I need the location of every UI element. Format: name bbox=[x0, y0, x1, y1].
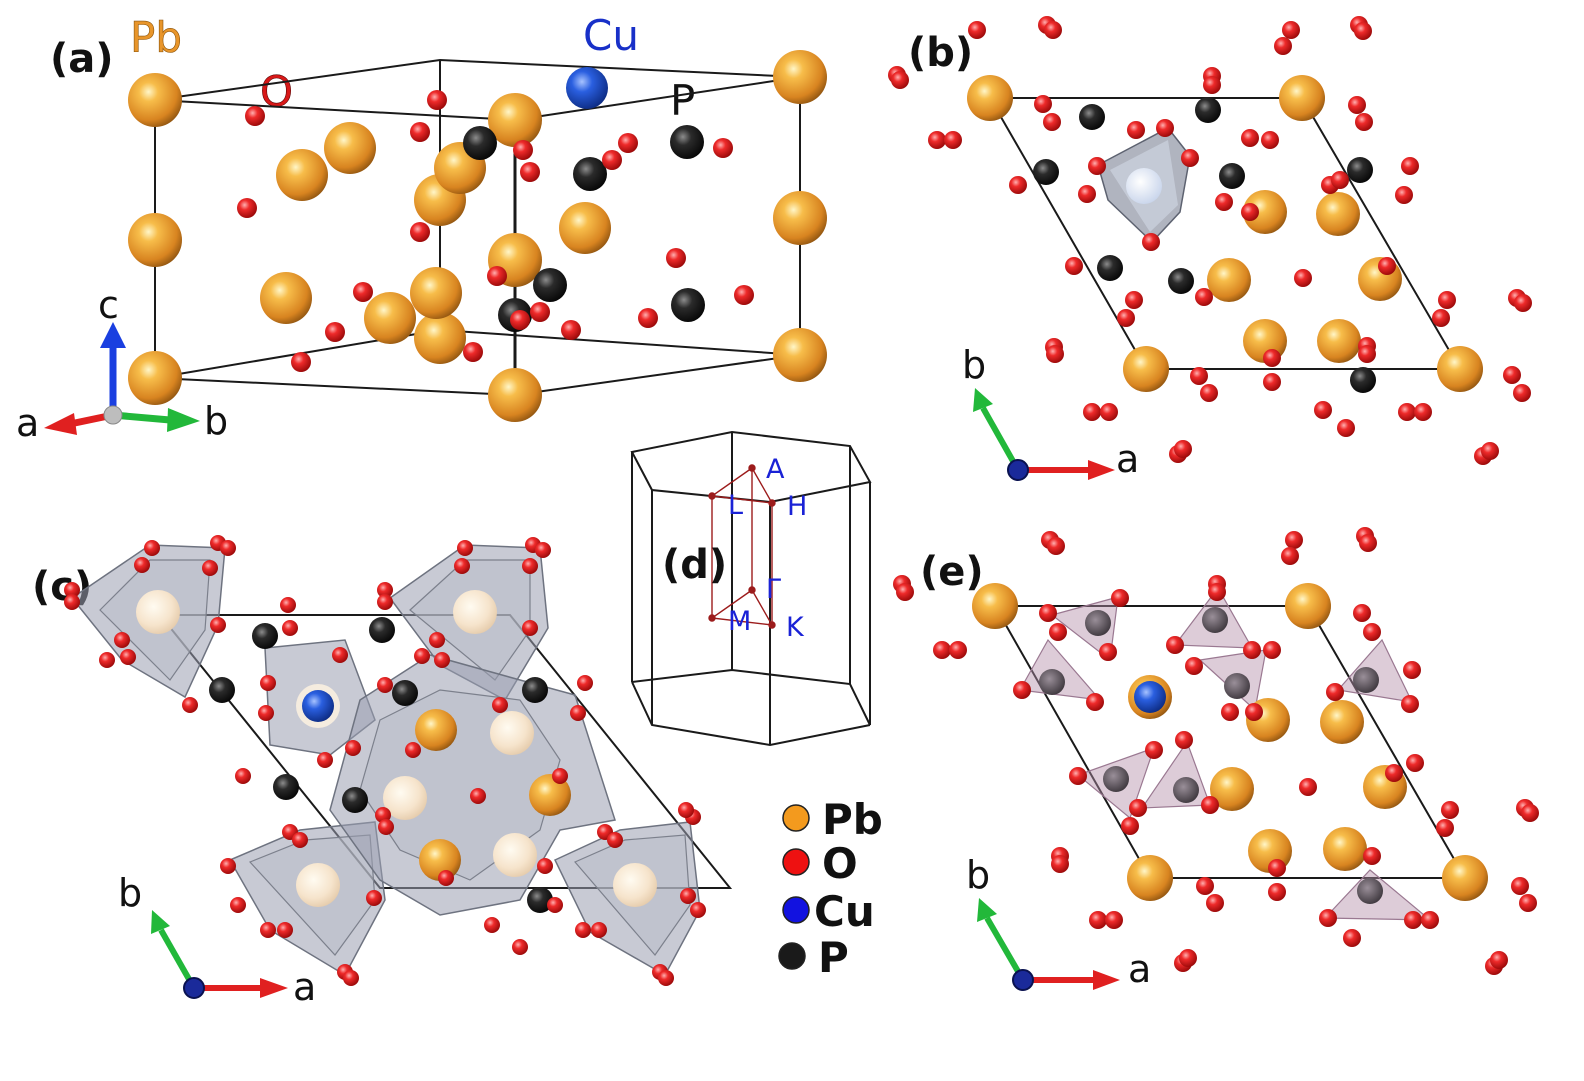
o-atoms bbox=[237, 90, 754, 372]
cu-atom bbox=[302, 690, 334, 722]
pb-faded-atoms bbox=[136, 590, 657, 907]
cu-atom bbox=[566, 67, 608, 109]
pb-atoms bbox=[128, 50, 827, 422]
cu-atom bbox=[1134, 681, 1166, 713]
element-legend: Pb O Cu P bbox=[778, 795, 883, 982]
legend-item-pb: Pb bbox=[782, 795, 883, 844]
cu-swatch bbox=[782, 896, 810, 924]
legend-label-pb: Pb bbox=[822, 795, 883, 844]
pb-atoms bbox=[415, 709, 571, 881]
p-element-label: P bbox=[670, 76, 695, 125]
axis-b-label: b bbox=[118, 871, 142, 915]
p-swatch bbox=[778, 942, 806, 970]
panel-e-top-view-tetrahedra: (e) bbox=[893, 527, 1539, 991]
axis-a-label: a bbox=[1116, 437, 1139, 481]
bz-point-H: H bbox=[787, 491, 807, 522]
legend-item-cu: Cu bbox=[782, 887, 875, 936]
o-atoms bbox=[893, 527, 1539, 975]
bz-point-K: K bbox=[786, 612, 805, 643]
cu-site bbox=[1128, 675, 1172, 719]
panel-d-label: (d) bbox=[662, 542, 727, 588]
pb-swatch bbox=[782, 804, 810, 832]
axis-a-label: a bbox=[16, 401, 39, 445]
o-atoms bbox=[64, 535, 706, 986]
o-element-label: O bbox=[260, 67, 293, 116]
cu-site bbox=[296, 684, 340, 728]
axis-triad-e: b a bbox=[966, 853, 1151, 991]
legend-label-p: P bbox=[818, 933, 849, 982]
axis-triad-a: c b a bbox=[16, 283, 228, 445]
axis-triad-c: b a bbox=[118, 871, 316, 1009]
o-atoms bbox=[888, 16, 1532, 465]
panel-c-polyhedra-view: (c) bbox=[32, 535, 733, 1009]
panel-a-label: (a) bbox=[50, 36, 114, 82]
panel-a-unit-cell: (a) Pb O Cu P bbox=[16, 11, 827, 445]
legend-label-cu: Cu bbox=[814, 887, 875, 936]
cu-polyhedron bbox=[1097, 127, 1191, 244]
unit-cell-frame bbox=[988, 97, 1462, 370]
axis-b-label: b bbox=[966, 853, 990, 897]
panel-b-label: (b) bbox=[908, 30, 973, 76]
axis-a-label: a bbox=[293, 965, 316, 1009]
pb-atoms bbox=[967, 75, 1483, 392]
legend-item-o: O bbox=[782, 839, 858, 888]
panel-e-label: (e) bbox=[920, 549, 984, 595]
legend-item-p: P bbox=[778, 933, 849, 982]
unit-cell-frame bbox=[157, 614, 733, 889]
o-swatch bbox=[782, 848, 810, 876]
bz-point-gamma: Γ bbox=[766, 574, 781, 605]
bz-point-M: M bbox=[728, 606, 751, 637]
axis-triad-b: b a bbox=[962, 343, 1139, 481]
axis-a-label: a bbox=[1128, 947, 1151, 991]
p-atoms bbox=[209, 617, 553, 913]
p-atoms bbox=[1033, 97, 1376, 393]
bz-point-L: L bbox=[728, 490, 743, 521]
panel-b-top-view: (b) bbox=[888, 16, 1532, 481]
high-symmetry-path bbox=[708, 464, 776, 629]
cu-atom bbox=[1126, 168, 1162, 204]
axis-b-label: b bbox=[962, 343, 986, 387]
axis-b-label: b bbox=[204, 399, 228, 443]
axis-c-label: c bbox=[98, 283, 119, 327]
pb-element-label: Pb bbox=[130, 13, 182, 62]
cu-element-label: Cu bbox=[583, 11, 639, 60]
legend-label-o: O bbox=[822, 839, 858, 888]
panel-d-brillouin-zone: A L H Γ M K (d) bbox=[630, 430, 872, 747]
p-atoms bbox=[1039, 607, 1383, 904]
bz-point-A: A bbox=[766, 454, 785, 485]
